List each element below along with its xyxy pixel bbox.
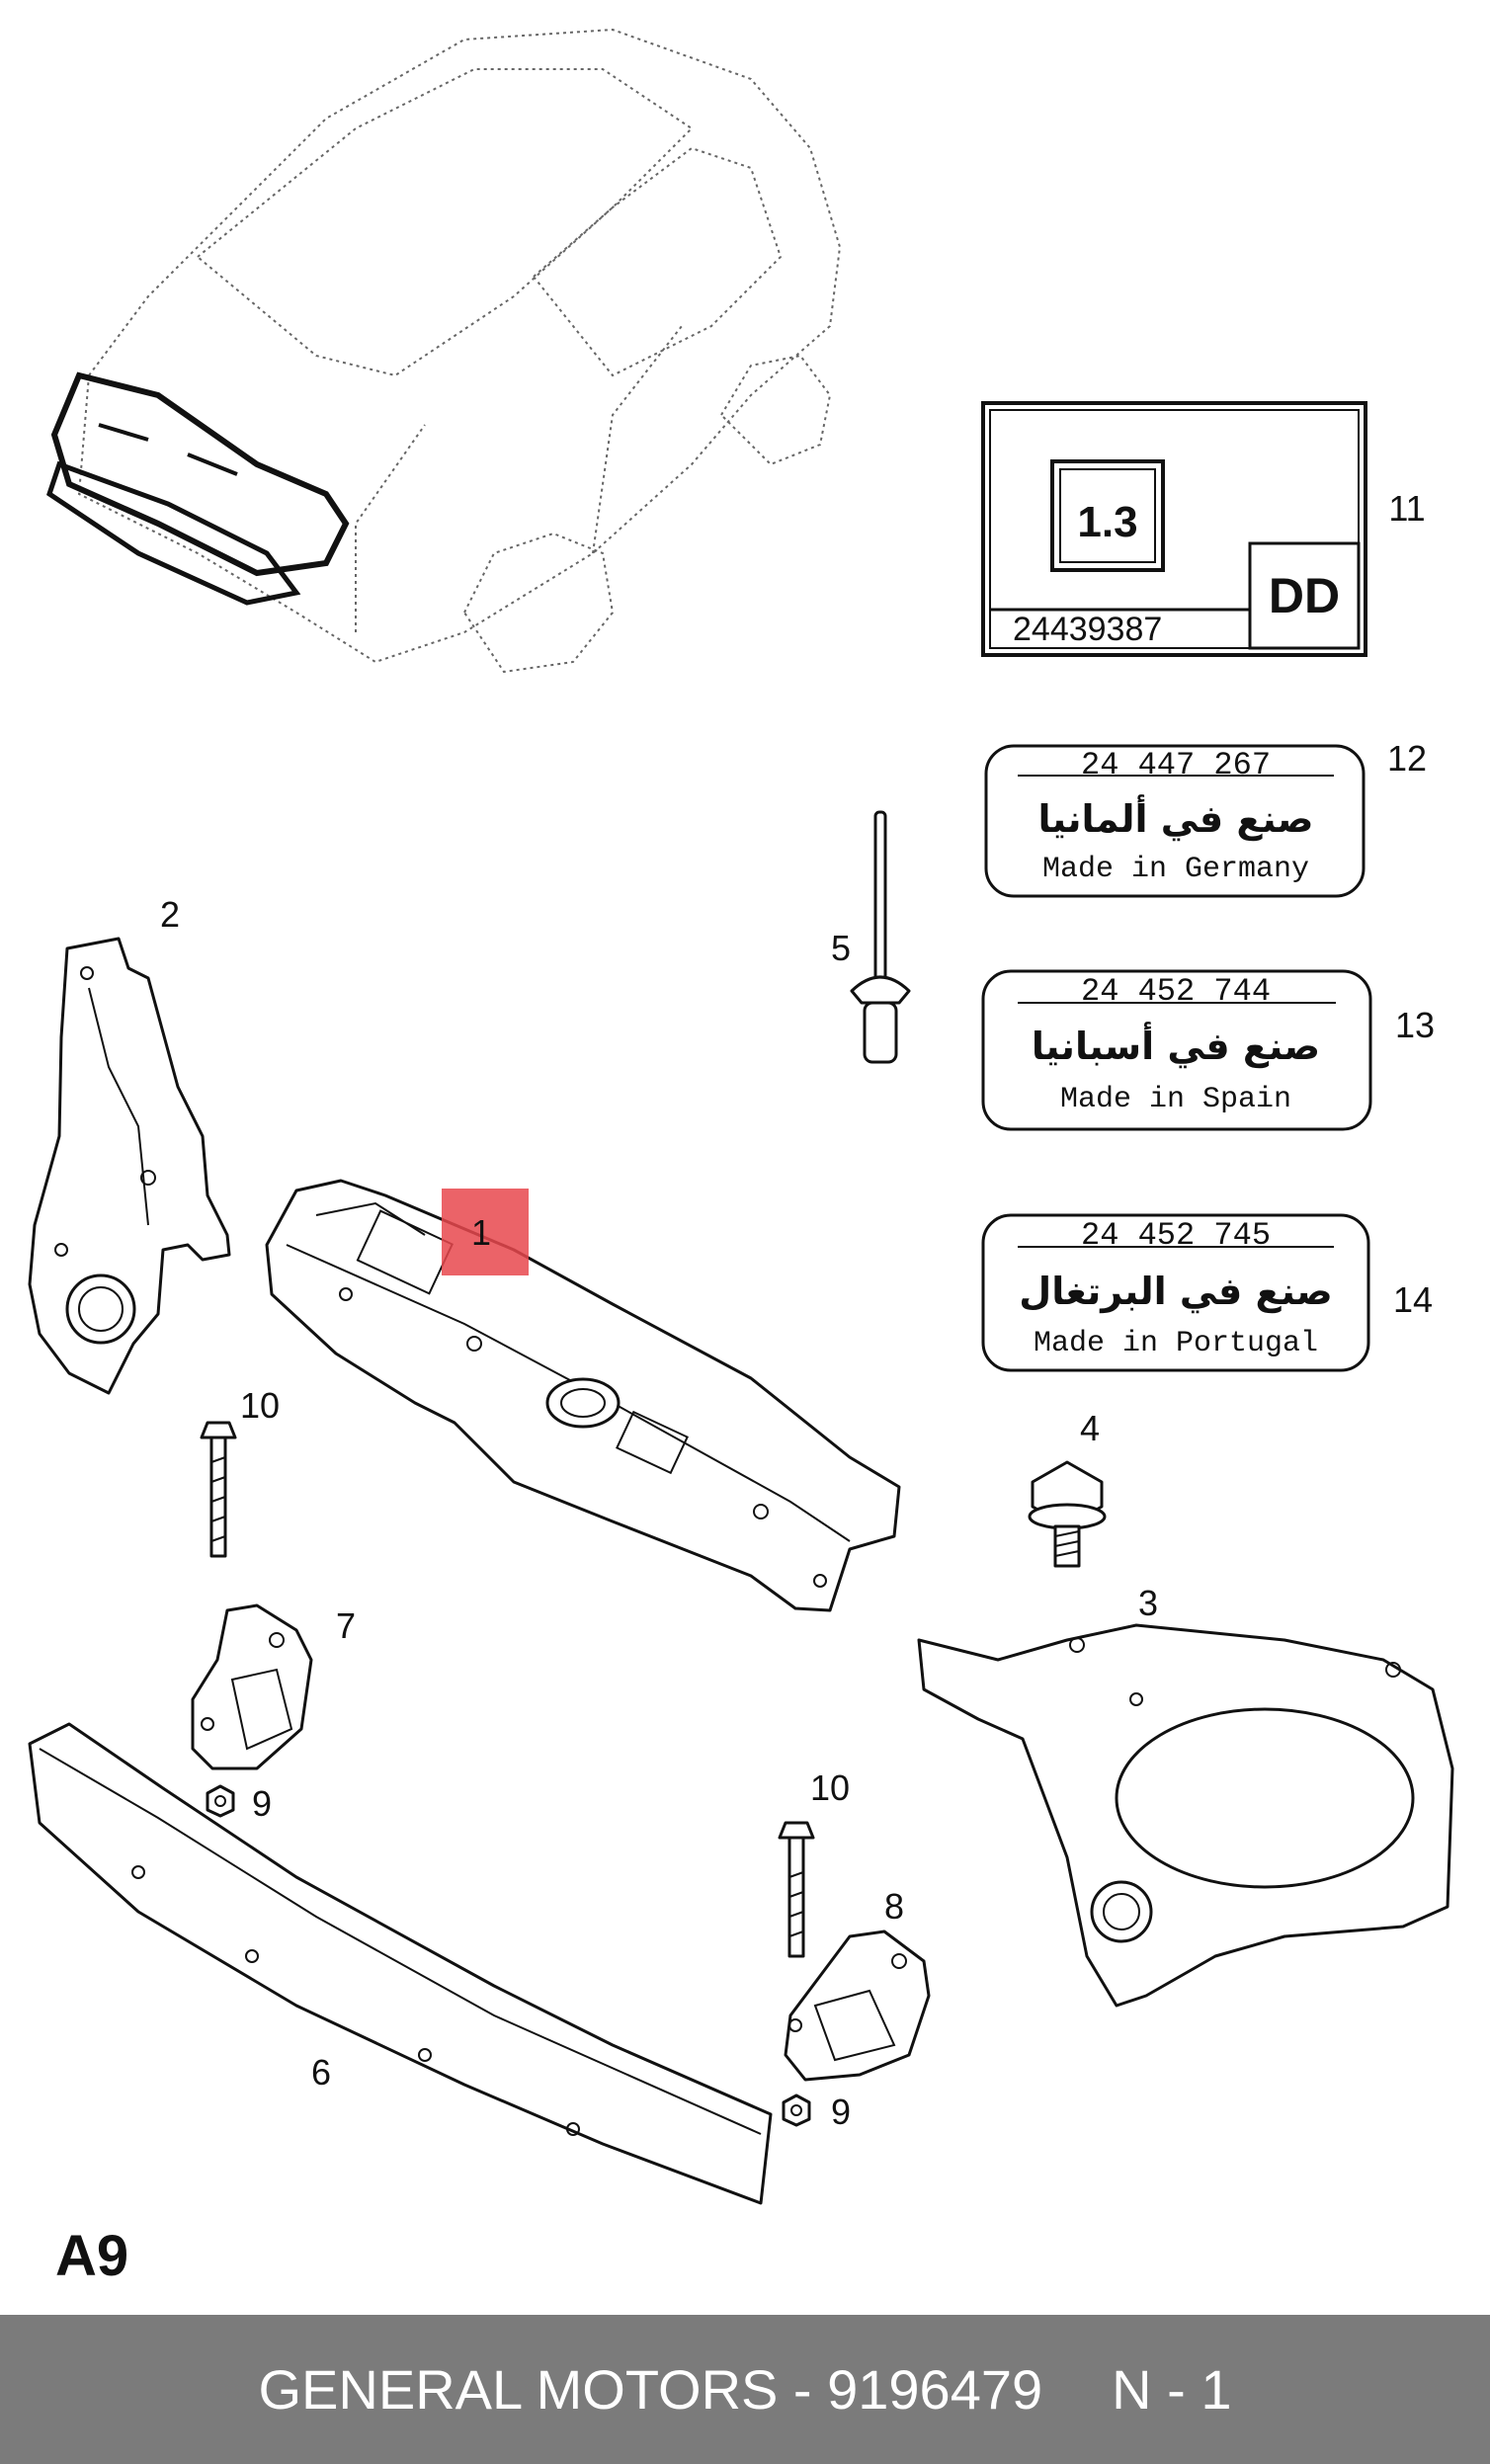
- label-11: 1.3 DD 24439387: [981, 401, 1367, 657]
- label-12: 24 447 267 صنع في ألمانيا Made in German…: [984, 744, 1366, 898]
- callout-3: 3: [1138, 1583, 1158, 1623]
- part-7-bracket: [191, 1603, 313, 1770]
- label-11-number: 24439387: [1013, 611, 1162, 648]
- label-13-arabic: صنع في أسبانيا: [1032, 1022, 1320, 1068]
- label-14: 24 452 745 صنع في البرتغال Made in Portu…: [981, 1213, 1370, 1372]
- car-overview-illustration: [46, 28, 842, 674]
- callout-10-left: 10: [240, 1385, 280, 1426]
- callout-9-left: 9: [252, 1783, 272, 1824]
- label-14-number: 24 452 745: [1081, 1217, 1271, 1254]
- callout-14: 14: [1393, 1279, 1433, 1320]
- part-2-left-bracket: [28, 937, 231, 1395]
- footer-bar: GENERAL MOTORS - 9196479 N - 1: [0, 2315, 1490, 2464]
- parts-diagram: 1.3 DD 24439387 24 447 267 صنع في ألماني…: [28, 28, 1454, 2205]
- callout-2: 2: [160, 894, 180, 935]
- footer-brand-part-number: GENERAL MOTORS - 9196479: [258, 2358, 1043, 2421]
- label-14-made-in: Made in Portugal: [1034, 1327, 1318, 1360]
- part-5-rivet: [850, 810, 911, 1064]
- label-11-box-text: 1.3: [1077, 498, 1137, 546]
- part-6-lower-beam: [28, 1722, 773, 2205]
- part-1-upper-crossmember: [265, 1179, 901, 1612]
- page-code: A9: [55, 2224, 129, 2288]
- part-4-flange-bolt: [1028, 1460, 1107, 1568]
- part-8-bracket: [784, 1930, 931, 2082]
- label-14-arabic: صنع في البرتغال: [1019, 1270, 1332, 1313]
- callout-8: 8: [884, 1886, 904, 1927]
- label-12-number: 24 447 267: [1081, 747, 1271, 783]
- callout-12: 12: [1387, 738, 1427, 779]
- callout-4: 4: [1080, 1408, 1100, 1448]
- callout-7: 7: [336, 1605, 356, 1646]
- callout-10-right: 10: [810, 1767, 850, 1808]
- callout-5: 5: [831, 928, 851, 968]
- callout-11: 11: [1388, 488, 1425, 529]
- callout-13: 13: [1395, 1005, 1435, 1045]
- label-12-made-in: Made in Germany: [1042, 853, 1309, 886]
- part-9-nut-right: [782, 2094, 811, 2127]
- part-1-highlight: [442, 1189, 529, 1275]
- part-10-bolt-left: [200, 1421, 237, 1558]
- callout-6: 6: [311, 2052, 331, 2093]
- part-3-right-bracket: [917, 1623, 1454, 2008]
- footer-quantity: N - 1: [1112, 2358, 1232, 2421]
- part-9-nut-left: [206, 1784, 235, 1818]
- label-13-made-in: Made in Spain: [1060, 1083, 1291, 1116]
- label-13: 24 452 744 صنع في أسبانيا Made in Spain: [981, 969, 1372, 1131]
- label-13-number: 24 452 744: [1081, 973, 1271, 1010]
- label-11-code: DD: [1269, 568, 1340, 623]
- label-12-arabic: صنع في ألمانيا: [1037, 794, 1313, 841]
- callout-9-right: 9: [831, 2092, 851, 2132]
- callout-1: 1: [471, 1212, 491, 1253]
- part-10-bolt-right: [778, 1821, 815, 1958]
